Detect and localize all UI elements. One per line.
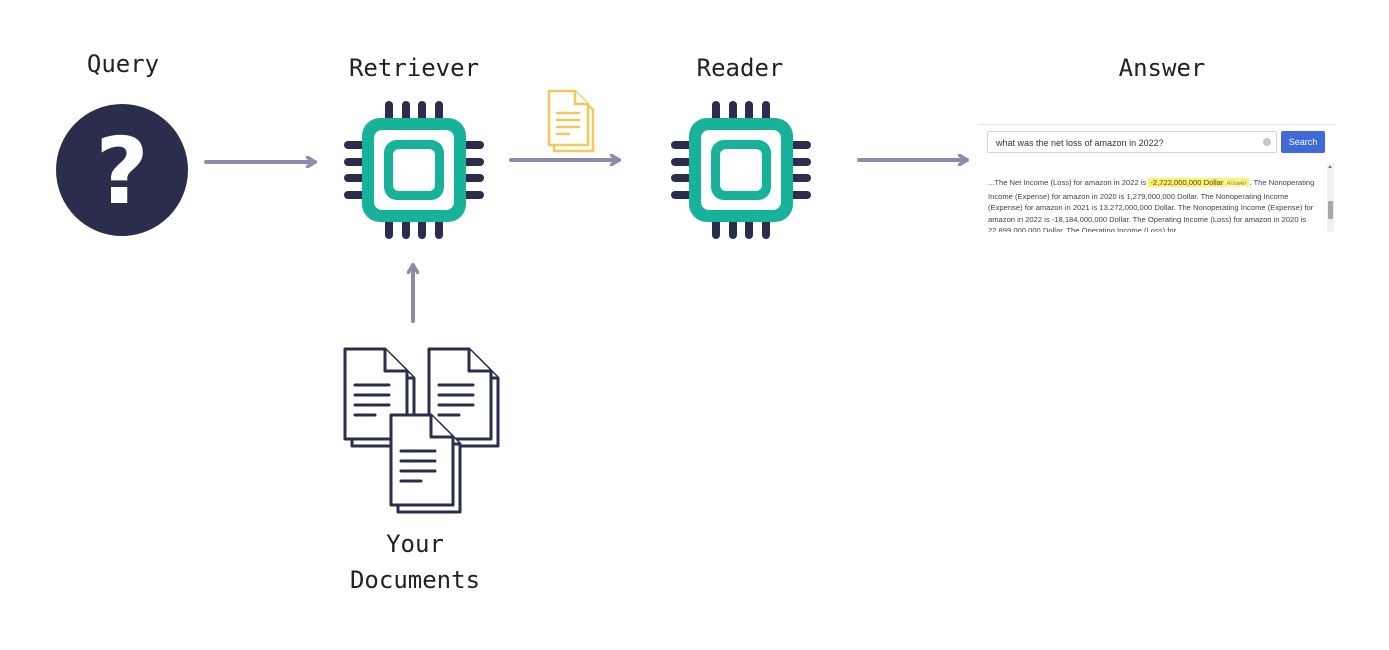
scroll-thumb[interactable] [1328, 201, 1333, 219]
result-passage: ...The Net Income (Loss) for amazon in 2… [988, 177, 1318, 232]
query-label: Query [87, 50, 159, 78]
question-icon: ? [56, 104, 188, 236]
search-bar: what was the net loss of amazon in 2022?… [987, 131, 1325, 153]
documents-label-line1: Your [386, 530, 444, 558]
reader-label: Reader [697, 54, 784, 82]
result-rest: . The Nonoperating Income (Expense) for … [988, 178, 1315, 232]
reader-chip-icon [675, 105, 807, 235]
clear-icon[interactable] [1263, 138, 1271, 146]
documents-icon [343, 347, 500, 514]
scroll-up-arrow-icon[interactable] [1328, 165, 1332, 168]
result-prefix: ...The Net Income (Loss) for amazon in 2… [988, 178, 1149, 187]
answer-label: Answer [1119, 54, 1206, 82]
retriever-label: Retriever [349, 54, 479, 82]
document-icon [547, 89, 595, 153]
question-mark: ? [95, 118, 148, 225]
scrollbar[interactable] [1327, 163, 1334, 232]
search-button[interactable]: Search [1281, 131, 1325, 153]
answer-value: -2,722,000,000 Dollar [1150, 178, 1224, 187]
search-input[interactable]: what was the net loss of amazon in 2022? [987, 131, 1277, 153]
documents-label-line2: Documents [350, 566, 480, 594]
answer-tag: Answer [1225, 181, 1248, 187]
retriever-chip-icon [348, 105, 480, 235]
answer-screenshot: what was the net loss of amazon in 2022?… [978, 124, 1336, 232]
